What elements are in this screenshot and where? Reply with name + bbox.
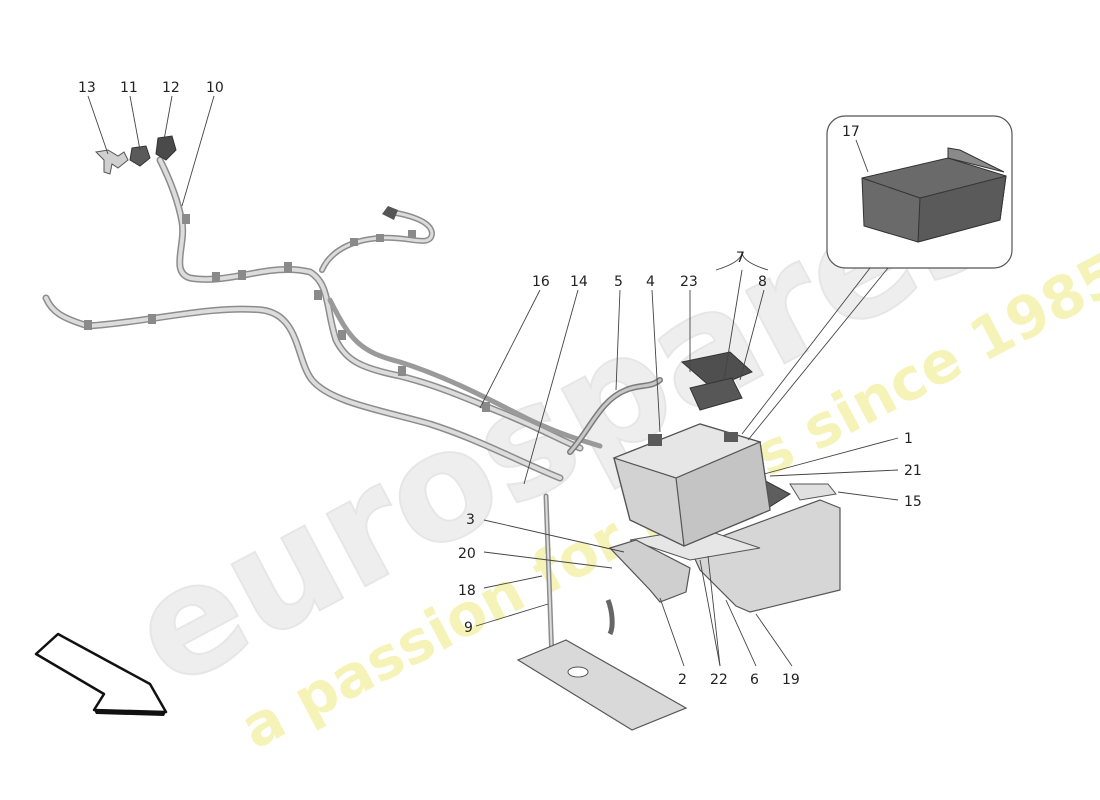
callout-4: 4 — [646, 274, 655, 290]
callout-11: 11 — [120, 80, 138, 96]
callout-16: 16 — [532, 274, 550, 290]
callout-15: 15 — [904, 494, 922, 510]
callout-10: 10 — [206, 80, 224, 96]
callout-9: 9 — [464, 620, 473, 636]
sensor-group — [94, 135, 177, 175]
callout-6: 6 — [750, 672, 759, 688]
callout-12: 12 — [162, 80, 180, 96]
floor-panel — [516, 639, 688, 731]
bracket — [605, 539, 691, 636]
callout-14: 14 — [570, 274, 588, 290]
callout-3: 3 — [466, 512, 475, 528]
callout-21: 21 — [904, 463, 922, 479]
callout-18: 18 — [458, 583, 476, 599]
callout-13: 13 — [78, 80, 96, 96]
callout-2: 2 — [678, 672, 687, 688]
wiring-harness — [42, 156, 663, 663]
callout-20: 20 — [458, 546, 476, 562]
callout-23: 23 — [680, 274, 698, 290]
callout-22: 22 — [710, 672, 728, 688]
callout-19: 19 — [782, 672, 800, 688]
fuse-box — [680, 351, 753, 411]
inset-panel — [826, 115, 1013, 269]
callout-8: 8 — [758, 274, 767, 290]
callout-7: 7 — [736, 250, 745, 266]
callouts: 13 11 12 10 16 14 5 4 23 7 8 17 1 21 15 … — [78, 80, 922, 688]
battery — [612, 423, 771, 547]
leader-lines — [87, 95, 899, 667]
front-direction-arrow-icon — [34, 632, 168, 716]
callout-5: 5 — [614, 274, 623, 290]
callout-17: 17 — [842, 124, 860, 140]
callout-1: 1 — [904, 431, 913, 447]
